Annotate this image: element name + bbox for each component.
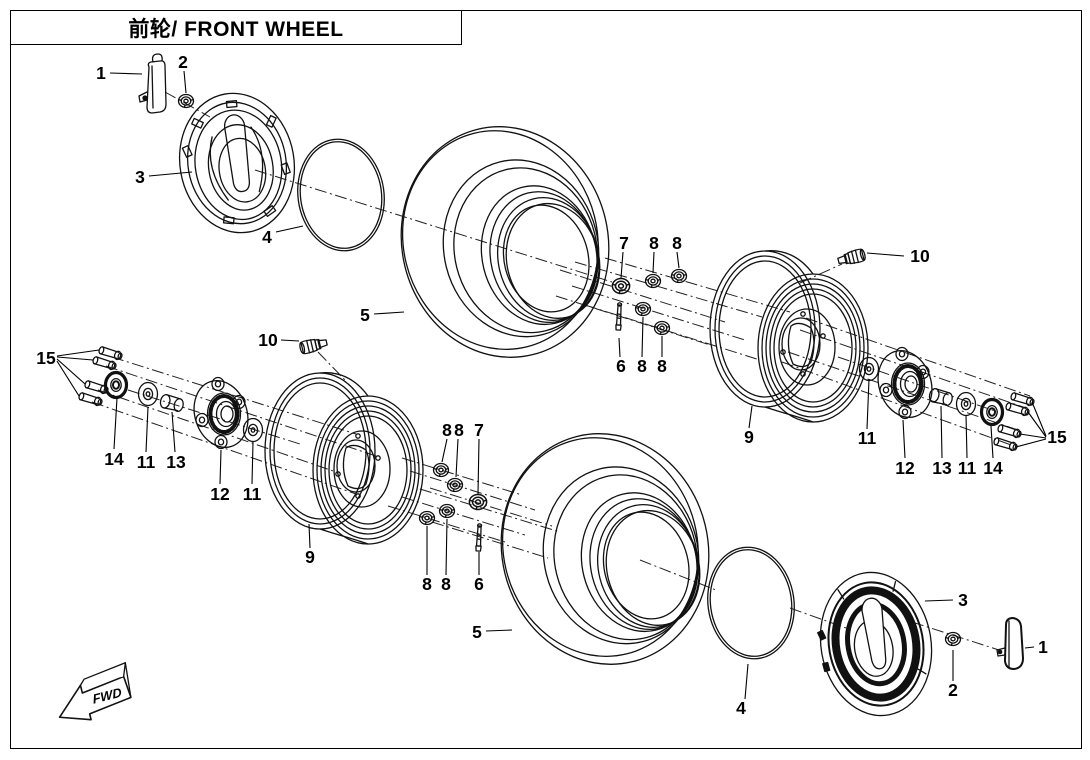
leader-line [748, 405, 753, 429]
tire-top [376, 103, 634, 381]
callout-1: 1 [1038, 637, 1048, 657]
callout-5: 5 [472, 622, 482, 642]
leader-line [455, 438, 459, 478]
callout-4: 4 [736, 698, 746, 718]
leader-line [148, 171, 193, 177]
callout-8: 8 [454, 420, 464, 440]
page-title: 前轮/ FRONT WHEEL [128, 17, 344, 41]
nut-part2-bottom [944, 631, 962, 647]
leader-line [477, 438, 480, 495]
leader-line [56, 360, 80, 397]
callout-11: 11 [137, 452, 156, 472]
callout-8: 8 [672, 233, 682, 253]
callout-11: 11 [958, 458, 977, 478]
callout-15: 15 [1047, 427, 1067, 447]
leader-line [618, 337, 621, 358]
callout-8: 8 [657, 356, 667, 376]
leader-line [902, 419, 906, 459]
leader-line [924, 599, 954, 602]
leader-line [485, 629, 513, 632]
leader-line [171, 411, 176, 453]
wheel-cap-bottom [817, 571, 933, 717]
leader-line [56, 358, 86, 385]
leader-line [56, 356, 94, 361]
leader-line [441, 438, 448, 463]
callout-7: 7 [619, 233, 629, 253]
callout-10: 10 [910, 246, 930, 266]
nut-part2-top [177, 93, 195, 109]
bracket-part-top [138, 53, 167, 114]
callout-12: 12 [895, 458, 915, 478]
title-box: 前轮/ FRONT WHEEL [10, 10, 462, 45]
leader-line [1019, 433, 1047, 439]
callout-8: 8 [422, 574, 432, 594]
leader-line [866, 252, 905, 257]
callout-6: 6 [474, 574, 484, 594]
leader-line [275, 225, 304, 233]
callout-14: 14 [104, 449, 124, 469]
fwd-marker: FWD [58, 662, 132, 721]
callout-11: 11 [243, 484, 262, 504]
callout-5: 5 [360, 305, 370, 325]
leader-line [109, 72, 143, 75]
leader-line [1031, 401, 1047, 437]
leader-line [965, 414, 968, 459]
wheel-cap-top [178, 92, 296, 234]
trim-ring-bottom [699, 540, 803, 666]
callout-8: 8 [442, 420, 452, 440]
leader-line [113, 397, 118, 450]
leader-line [620, 251, 624, 279]
leader-line [990, 425, 994, 459]
leader-line [308, 523, 311, 549]
tire-bottom [476, 410, 734, 688]
leader-line [866, 378, 870, 430]
callout-15: 15 [36, 348, 56, 368]
fwd-label: FWD [92, 684, 123, 706]
callout-12: 12 [210, 484, 230, 504]
callout-13: 13 [166, 452, 186, 472]
callout-13: 13 [932, 458, 952, 478]
callout-8: 8 [441, 574, 451, 594]
callout-14: 14 [983, 458, 1003, 478]
callout-3: 3 [958, 590, 968, 610]
valve-bolt-left [298, 335, 329, 356]
callout-9: 9 [744, 427, 754, 447]
leader-line [56, 349, 100, 357]
leader-line [641, 316, 644, 358]
leader-line [652, 251, 655, 274]
callout-8: 8 [649, 233, 659, 253]
leader-line [183, 70, 187, 94]
callout-2: 2 [948, 680, 958, 700]
callout-11: 11 [858, 428, 877, 448]
leader-line [1024, 646, 1035, 649]
leader-line [251, 441, 254, 485]
callout-8: 8 [637, 356, 647, 376]
fastener-cluster-left [418, 462, 488, 552]
leader-line [373, 311, 405, 315]
bracket-part-bottom [996, 617, 1024, 670]
callout-10: 10 [258, 330, 278, 350]
leader-line [219, 449, 222, 485]
callout-1: 1 [96, 63, 106, 83]
leader-line [940, 405, 943, 459]
trim-ring-top [289, 132, 393, 258]
leader-line [280, 339, 300, 342]
hub-cluster-left [77, 345, 264, 457]
callout-9: 9 [305, 547, 315, 567]
leader-line [145, 406, 149, 453]
leader-line [676, 251, 680, 269]
callout-7: 7 [474, 420, 484, 440]
rim-left [264, 372, 424, 545]
callout-6: 6 [616, 356, 626, 376]
callout-4: 4 [262, 227, 272, 247]
leader-line [1015, 438, 1047, 448]
leader-line [744, 663, 749, 700]
leader-line [1027, 411, 1047, 438]
callout-2: 2 [178, 52, 188, 72]
callout-3: 3 [135, 167, 145, 187]
leader-line [445, 518, 448, 576]
